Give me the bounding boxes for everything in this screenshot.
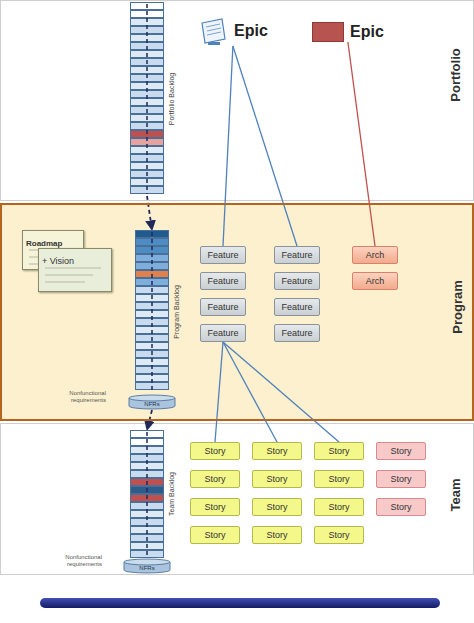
story-box: Story [252, 442, 302, 460]
node-text: Program Backlog [173, 285, 180, 339]
node-text: Story [204, 502, 225, 512]
node-text: Team [448, 479, 463, 512]
node-text: Story [266, 530, 287, 540]
annotation-label: Nonfunctional requirements [40, 554, 102, 568]
node-text: Feature [207, 276, 238, 286]
node-text: Feature [281, 302, 312, 312]
node-text: Roadmap [26, 239, 62, 248]
story-box: Story [190, 526, 240, 544]
story-box: Story [252, 526, 302, 544]
story-box: Story [190, 498, 240, 516]
story-box: Story [376, 498, 426, 516]
node-text: Arch [366, 276, 385, 286]
node-text: Story [390, 502, 411, 512]
nfr-cylinder: NFRs [123, 558, 171, 574]
node-text: Epic [350, 23, 384, 41]
epic-swatch [312, 22, 344, 42]
feature-box: Feature [274, 298, 320, 316]
backlog-stack: Team BacklogNFRs [130, 430, 164, 574]
node-text: Feature [207, 250, 238, 260]
document-icon [198, 16, 228, 46]
story-box: Story [190, 470, 240, 488]
card-scribbles [43, 264, 109, 290]
node-text: Program [450, 280, 465, 333]
backlog-cells [135, 230, 169, 394]
node-text: Story [328, 530, 349, 540]
story-box: Story [252, 498, 302, 516]
arch-box: Arch [352, 272, 398, 290]
connector-line [233, 46, 297, 246]
node-text: Feature [207, 302, 238, 312]
node-text: Story [328, 446, 349, 456]
feature-box: Feature [274, 324, 320, 342]
epic-item: Epic [312, 22, 384, 42]
node-text: NFRs [144, 401, 159, 407]
node-text: Epic [234, 22, 268, 40]
story-box: Story [314, 470, 364, 488]
node-text: Feature [281, 328, 312, 338]
story-box: Story [314, 498, 364, 516]
node-text: Portfolio [448, 48, 463, 101]
portfolio-band: Portfolio Portfolio Backlog Epic Epic [0, 0, 474, 201]
backlog-stack: Portfolio Backlog [130, 2, 164, 196]
annotation-label: Nonfunctional requirements [44, 390, 106, 404]
epic-item: Epic [198, 16, 268, 46]
feature-box: Feature [274, 272, 320, 290]
node-text: NFRs [139, 565, 154, 571]
connector-line [223, 342, 339, 442]
node-text: Feature [281, 276, 312, 286]
node-text: Story [204, 446, 225, 456]
node-text: Story [390, 474, 411, 484]
feature-box: Feature [200, 272, 246, 290]
story-box: Story [314, 526, 364, 544]
node-text: Arch [366, 250, 385, 260]
story-box: Story [376, 442, 426, 460]
backlog-cells [130, 2, 164, 196]
node-text: Story [390, 446, 411, 456]
node-text: Story [266, 502, 287, 512]
node-text: Feature [207, 328, 238, 338]
backlog-cells [130, 430, 164, 558]
story-box: Story [376, 470, 426, 488]
node-text: Story [266, 474, 287, 484]
node-text: Story [328, 474, 349, 484]
node-text: Feature [281, 250, 312, 260]
team-band: TeamTeam BacklogNFRsStoryStoryStoryStory… [0, 423, 474, 575]
story-box: Story [314, 442, 364, 460]
connector-line [223, 342, 277, 442]
connector-line [147, 196, 152, 230]
node-text: + Vision [42, 256, 74, 266]
node-text: Story [328, 502, 349, 512]
nfr-cylinder: NFRs [128, 394, 176, 410]
connector-line [223, 46, 233, 246]
connector-line [215, 342, 223, 442]
arch-box: Arch [352, 246, 398, 264]
feature-box: Feature [200, 246, 246, 264]
backlog-stack: Program BacklogNFRs [135, 230, 169, 410]
story-box: Story [190, 442, 240, 460]
node-text: Portfolio Backlog [168, 73, 175, 126]
feature-box: Feature [200, 298, 246, 316]
feature-box: Feature [274, 246, 320, 264]
connector-line [348, 42, 375, 246]
vision-card: + Vision [38, 248, 112, 292]
node-text: Story [204, 530, 225, 540]
story-box: Story [252, 470, 302, 488]
node-text: Story [204, 474, 225, 484]
node-text: Team Backlog [168, 472, 175, 516]
program-band: ProgramRoadmap+ VisionProgram BacklogNFR… [0, 203, 474, 421]
feature-box: Feature [200, 324, 246, 342]
node-text: Story [266, 446, 287, 456]
